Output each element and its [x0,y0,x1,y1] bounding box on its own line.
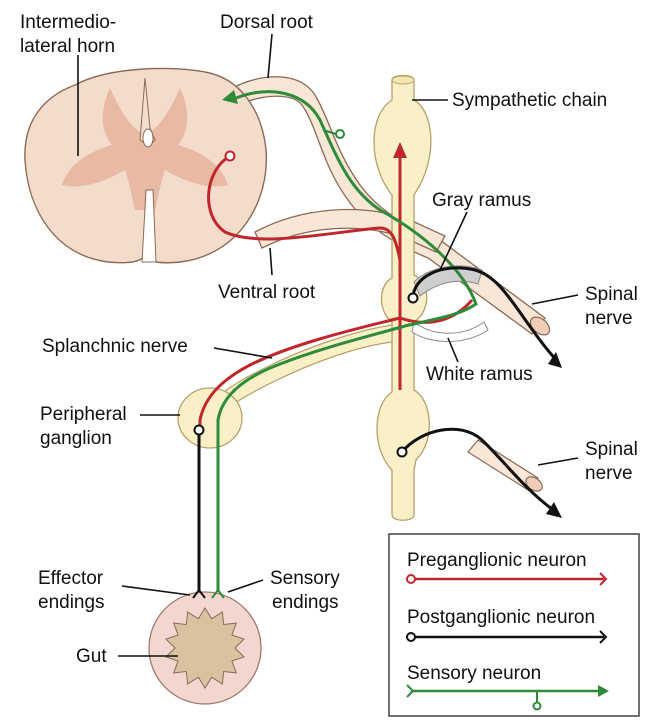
label-effector-endings-line1: Effector [38,568,104,589]
label-gut: Gut [76,646,107,667]
spinal-cord [24,67,268,264]
label-spinal-nerve-upper-line1: Spinal [585,284,638,305]
lower-spinal-nerve [467,439,543,492]
label-gray-ramus: Gray ramus [432,190,531,211]
postganglionic-pathway [192,266,562,599]
label-spinal-nerve-lower-line1: Spinal [585,439,638,460]
sensory-pathway [211,90,478,599]
leader-lines [77,33,579,657]
legend-postganglionic-label: Postganglionic neuron [407,607,595,628]
label-splanchnic-nerve: Splanchnic nerve [42,336,188,357]
legend-sensory-label: Sensory neuron [407,663,541,684]
preganglionic-pathway [198,142,474,430]
sympathetic-chain [373,74,432,521]
label-dorsal-root: Dorsal root [220,12,314,33]
label-sensory-endings-line2: endings [272,592,339,613]
label-spinal-nerve-lower-line2: nerve [585,463,633,484]
labels: Intermedio- lateral horn Dorsal root Sym… [20,12,638,667]
label-intermediolateral-horn-line1: Intermedio- [20,12,116,33]
label-white-ramus: White ramus [426,364,533,385]
label-peripheral-ganglion-line1: Peripheral [40,404,127,425]
label-ventral-root: Ventral root [218,282,316,303]
label-sympathetic-chain: Sympathetic chain [452,90,607,111]
label-sensory-endings-line1: Sensory [270,568,340,589]
label-effector-endings-line2: endings [38,592,105,613]
label-intermediolateral-horn-line2: lateral horn [20,36,115,57]
label-peripheral-ganglion-line2: ganglion [40,428,112,449]
label-spinal-nerve-upper-line2: nerve [585,308,633,329]
splanchnic-nerve [177,324,393,449]
legend: Preganglionic neuron Postganglionic neur… [388,533,640,717]
legend-preganglionic-label: Preganglionic neuron [407,550,587,571]
gut [148,591,262,705]
